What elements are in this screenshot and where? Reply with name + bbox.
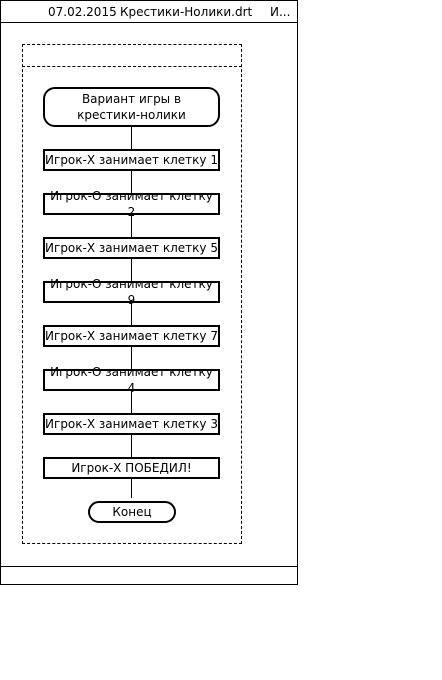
result-node: Игрок-X ПОБЕДИЛ!	[43, 457, 220, 479]
step-node-1: Игрок-X занимает клетку 1	[43, 149, 220, 171]
flow-connector	[131, 126, 132, 498]
header-extra: И...	[270, 5, 291, 19]
footer-divider	[0, 566, 298, 567]
page-frame	[0, 0, 298, 585]
header-divider	[0, 22, 298, 23]
step-node-7: Игрок-X занимает клетку 3	[43, 413, 220, 435]
step-node-2: Игрок-O занимает клетку 2	[43, 189, 220, 219]
step-node-4: Игрок-O занимает клетку 9	[43, 277, 220, 307]
diagram-border	[22, 44, 242, 544]
step-node-3: Игрок-X занимает клетку 5	[43, 237, 220, 259]
step-node-6: Игрок-O занимает клетку 4	[43, 365, 220, 395]
end-node: Конец	[88, 501, 176, 523]
start-node: Вариант игры в крестики-нолики	[43, 87, 220, 127]
header-filename: Крестики-Нолики.drt	[120, 5, 253, 19]
step-node-5: Игрок-X занимает клетку 7	[43, 325, 220, 347]
diagram-title-divider	[22, 66, 242, 67]
header-date: 07.02.2015	[48, 5, 117, 19]
